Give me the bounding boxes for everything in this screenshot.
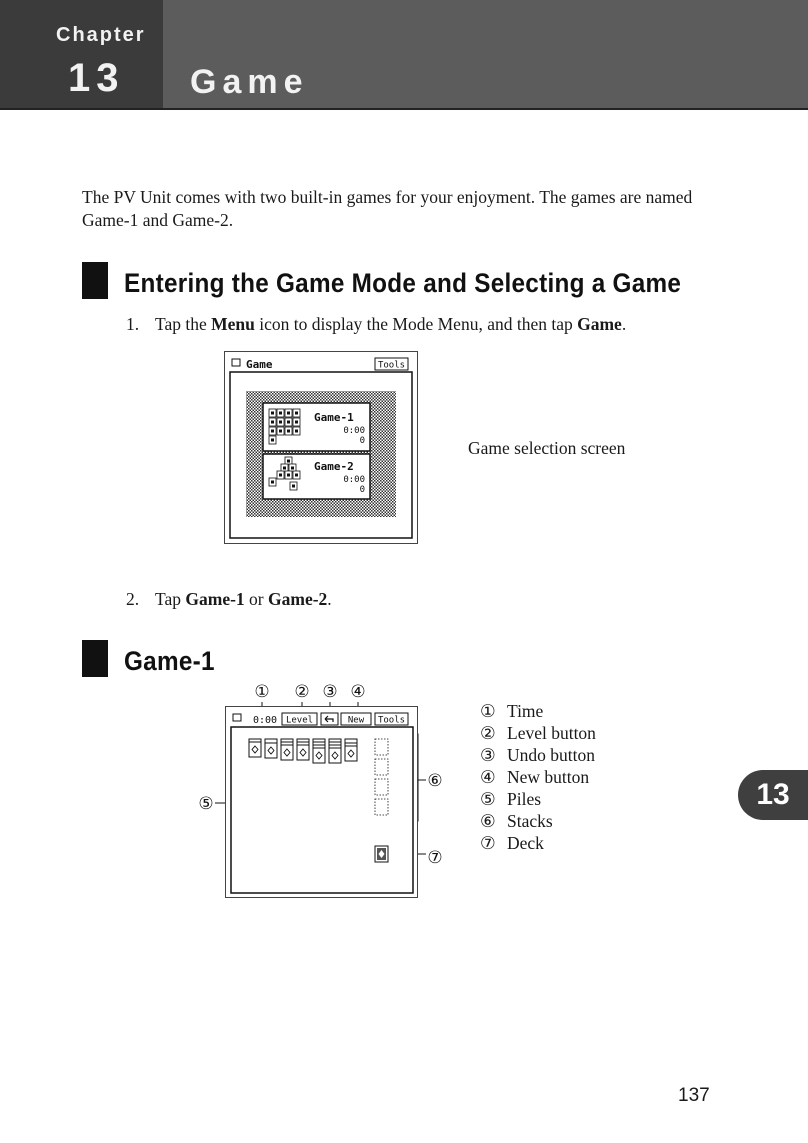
legend-label: Deck: [507, 833, 544, 853]
legend-label: Undo button: [507, 745, 595, 765]
section-marker: [82, 262, 108, 299]
chapter-title: Game: [190, 63, 309, 101]
legend-label: Level button: [507, 723, 596, 743]
step-2: 2. Tap Game-1 or Game-2.: [126, 588, 332, 610]
chapter-number: 13: [68, 56, 125, 100]
legend-item: ④ New button: [480, 766, 596, 788]
screen-title: Game: [246, 358, 273, 371]
game-1-name: Game-1: [314, 411, 354, 424]
legend-number: ④: [480, 767, 496, 787]
legend-item: ⑦ Deck: [480, 832, 596, 854]
legend-label: Piles: [507, 789, 542, 809]
section-title: Entering the Game Mode and Selecting a G…: [124, 268, 682, 298]
game-1-time: 0:00: [343, 426, 365, 436]
game-1-score: 0: [360, 436, 365, 446]
legend-item: ② Level button: [480, 722, 596, 744]
step-text: Tap: [155, 589, 186, 609]
legend-label: New button: [507, 767, 590, 787]
game-2-name: Game-2: [314, 460, 354, 473]
step-text: .: [621, 314, 627, 334]
tools-button-label: Tools: [378, 361, 405, 371]
legend-item: ③ Undo button: [480, 744, 596, 766]
game-2-time: 0:00: [343, 475, 365, 485]
legend-label: Time: [507, 701, 544, 721]
chapter-box: [0, 0, 163, 108]
callout-7: ⑦: [427, 848, 442, 868]
level-button-label: Level: [286, 716, 313, 726]
section-title: Game-1: [124, 646, 215, 676]
legend-number: ①: [480, 701, 496, 721]
game-selection-screen: Game Tools Game-1 0:00 0 Game-2 0:00 0: [224, 351, 418, 544]
legend-label: Stacks: [507, 811, 553, 831]
chapter-tab: 13: [738, 770, 808, 820]
level-button[interactable]: [281, 712, 318, 726]
tools-button[interactable]: [374, 712, 409, 726]
section-marker: [82, 640, 108, 677]
legend-item: ① Time: [480, 700, 596, 722]
time-display: 0:00: [253, 715, 277, 726]
chapter-title-bar: [163, 0, 808, 108]
deck[interactable]: [374, 845, 389, 863]
callout-legend: ① Time ② Level button ③ Undo button ④ New bu…: [480, 700, 596, 854]
callout-5: ⑤: [198, 794, 213, 814]
legend-number: ③: [480, 745, 496, 765]
legend-number: ⑤: [480, 789, 496, 809]
legend-number: ⑦: [480, 833, 496, 853]
step-text: .: [327, 589, 332, 609]
step-bold: Game-2: [268, 589, 328, 609]
game-mode-icon: [232, 713, 242, 722]
new-button[interactable]: [340, 712, 372, 726]
screen-caption: Game selection screen: [468, 438, 626, 458]
step-bold: Game-1: [185, 589, 245, 609]
game-2-option[interactable]: Game-2 0:00 0: [262, 453, 371, 500]
step-number: 2.: [126, 589, 140, 609]
callout-2: ②: [294, 682, 309, 702]
game-mode-icon: [231, 358, 241, 367]
step-bold: Game: [577, 314, 622, 334]
game-1-option[interactable]: Game-1 0:00 0: [262, 402, 371, 452]
new-button-label: New: [348, 716, 365, 726]
legend-item: ⑤ Piles: [480, 788, 596, 810]
step-text: or: [244, 589, 268, 609]
undo-icon: [324, 715, 334, 723]
step-bold: Menu: [211, 314, 255, 334]
chapter-label: Chapter: [56, 24, 146, 46]
page-number: 137: [678, 1085, 710, 1106]
legend-number: ⑥: [480, 811, 496, 831]
legend-number: ②: [480, 723, 496, 743]
header-rule: [0, 108, 808, 110]
callout-1: ①: [254, 682, 269, 702]
step-text: icon to display the Mode Menu, and then …: [254, 314, 578, 334]
step-text: Tap the: [155, 314, 212, 334]
game-2-score: 0: [360, 485, 365, 495]
callout-4: ④: [350, 682, 365, 702]
legend-item: ⑥ Stacks: [480, 810, 596, 832]
game-1-screen: ① ② ③ ④ ⑤ ⑥ ⑦ 0:00 Level New Tools: [198, 682, 443, 898]
intro-paragraph: The PV Unit comes with two built-in game…: [82, 187, 693, 230]
callout-3: ③: [322, 682, 337, 702]
callout-6: ⑥: [427, 771, 442, 791]
step-1: 1. Tap the Menu icon to display the Mode …: [126, 313, 626, 335]
step-number: 1.: [126, 314, 140, 334]
tools-button-label: Tools: [378, 716, 405, 726]
tools-button[interactable]: [374, 357, 409, 371]
